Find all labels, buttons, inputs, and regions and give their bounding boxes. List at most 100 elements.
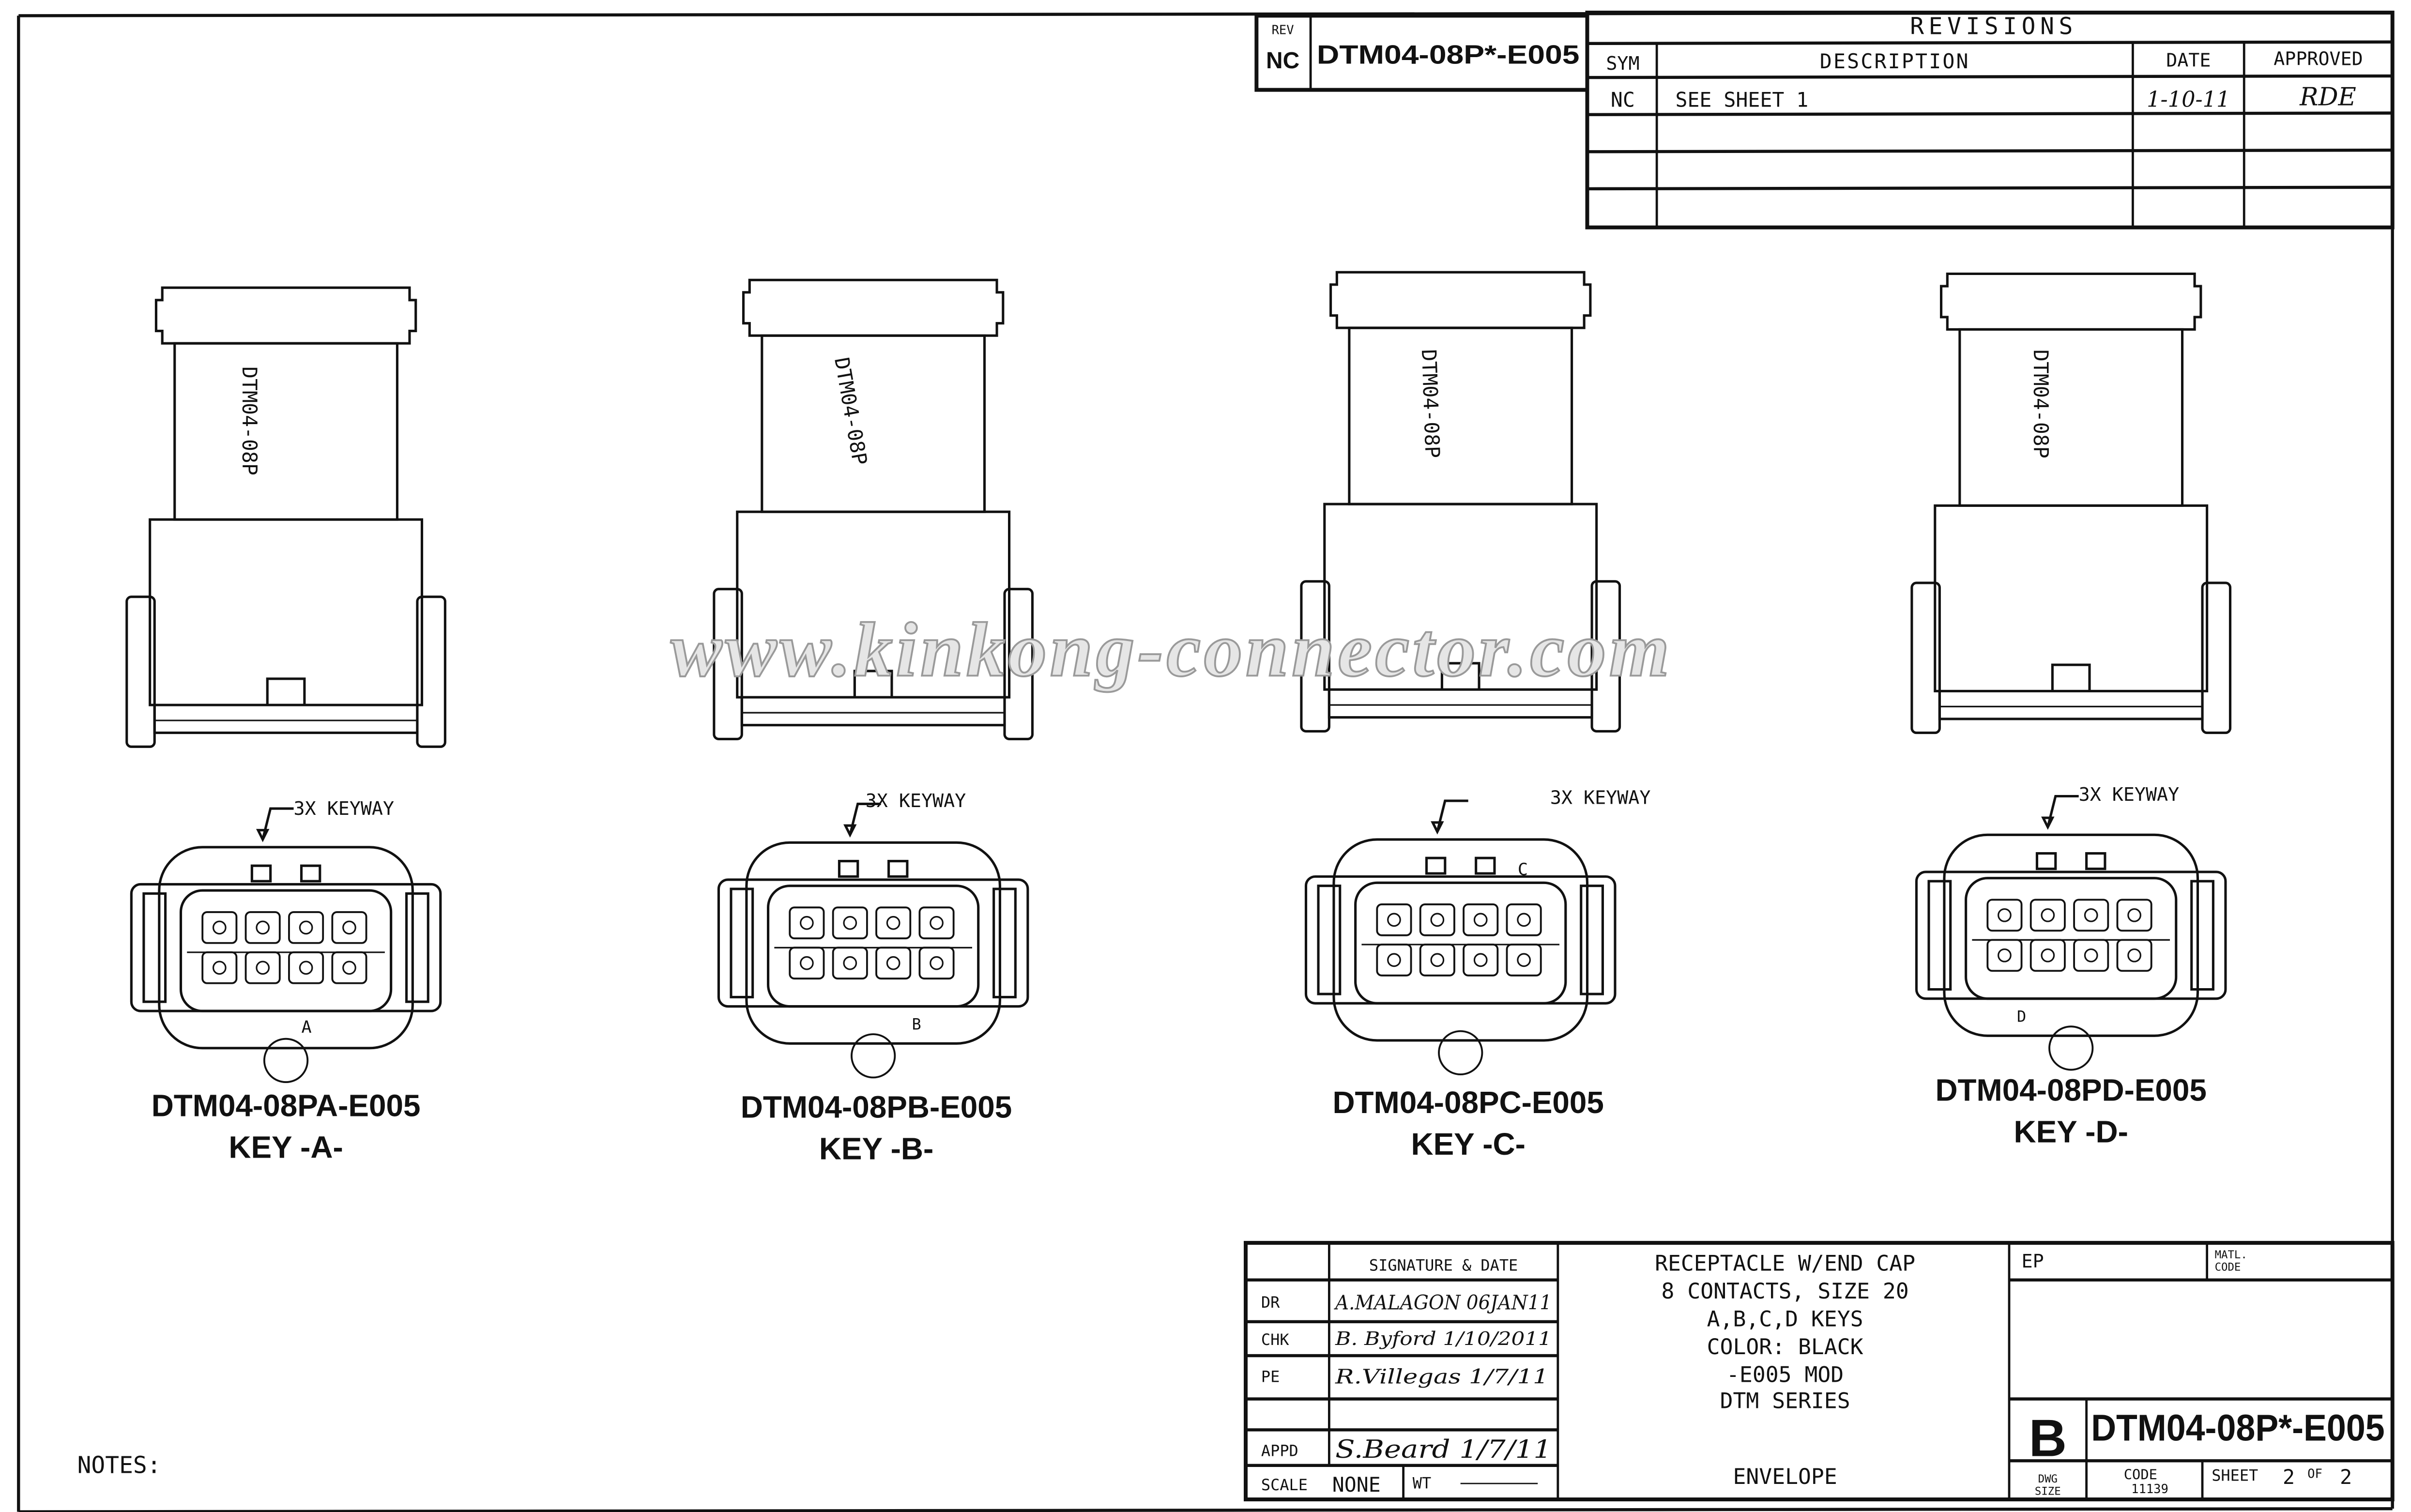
connector-front-view	[717, 802, 1029, 1079]
key-label: KEY -C-	[1411, 1127, 1525, 1161]
header-date: DATE	[2166, 50, 2211, 72]
rev-block: REV NC DTM04-08P*-E005	[1254, 14, 1589, 92]
contact-pin	[256, 920, 270, 935]
right-latch	[1590, 580, 1621, 733]
sheet-number: 2	[2283, 1465, 2295, 1489]
desc-line-2: 8 CONTACTS, SIZE 20	[1662, 1279, 1909, 1304]
contact-pin	[930, 956, 944, 970]
right-latch	[1003, 588, 1034, 740]
keyway-label: 3X KEYWAY	[866, 790, 966, 812]
header-sym: SYM	[1606, 53, 1639, 75]
contact-pin	[886, 956, 900, 970]
contact-pin	[1387, 913, 1401, 927]
contact-cell	[2073, 939, 2109, 972]
desc-line-5: -E005 MOD	[1726, 1362, 1844, 1387]
contact-pin	[2127, 908, 2141, 922]
key-letter: B	[912, 1015, 921, 1034]
role-pe: PE	[1261, 1367, 1280, 1386]
contact-cell	[201, 911, 238, 944]
key-letter: A	[302, 1017, 312, 1037]
contact-cavity	[1965, 877, 2178, 1000]
contact-pin	[1998, 948, 2012, 962]
contact-pin	[930, 916, 944, 930]
connector-drawings	[125, 271, 2232, 1083]
right-latch	[416, 596, 446, 748]
keyway-label: 3X KEYWAY	[294, 798, 395, 820]
connector-side-view	[125, 286, 446, 748]
contact-cell	[1506, 903, 1542, 936]
right-latch-front	[405, 892, 429, 1003]
contact-pin	[843, 956, 857, 970]
contact-pin	[1517, 953, 1531, 967]
contact-cell	[288, 911, 324, 944]
body-label-area	[761, 334, 986, 513]
revisions-table: REVISIONS SYM DESCRIPTION DATE APPROVED …	[1585, 11, 2395, 229]
contact-cell	[201, 951, 238, 984]
desc-line-1: RECEPTACLE W/END CAP	[1655, 1251, 1915, 1276]
row-sym: NC	[1611, 88, 1635, 112]
desc-line-3: A,B,C,D KEYS	[1707, 1306, 1863, 1331]
contact-pin	[800, 956, 814, 970]
contact-pin	[2127, 948, 2141, 962]
row-approved: RDE	[2299, 83, 2356, 112]
contact-pin	[1430, 913, 1445, 927]
part-number: DTM04-08PB-E005	[741, 1090, 1012, 1125]
key-label: KEY -A-	[229, 1130, 343, 1165]
bottom-notch	[153, 677, 419, 734]
keyway-label: 3X KEYWAY	[2079, 784, 2180, 806]
contact-cell	[789, 947, 825, 980]
sheet-total: 2	[2340, 1465, 2352, 1489]
contact-pin	[299, 961, 313, 975]
contact-pin	[342, 920, 356, 935]
front-flange	[1915, 871, 2227, 1000]
scale-label: SCALE	[1261, 1476, 1308, 1494]
leader-arrow	[843, 824, 857, 838]
rear-boss	[851, 1033, 896, 1079]
contact-pin	[1430, 953, 1445, 967]
end-cap	[1329, 271, 1592, 329]
size-label: SIZE	[2035, 1485, 2061, 1497]
contact-pin	[886, 916, 900, 930]
keyway-leader	[1436, 799, 1468, 832]
contact-cell	[1376, 903, 1412, 936]
contact-cell	[1463, 944, 1499, 977]
contact-cavity	[1354, 881, 1567, 1005]
connector-front-view	[1915, 794, 2227, 1071]
front-flange	[717, 878, 1029, 1008]
contact-cavity	[767, 885, 980, 1008]
lower-housing	[736, 510, 1011, 699]
of-label: OF	[2307, 1466, 2322, 1481]
front-housing	[1332, 838, 1589, 1042]
contact-pin	[299, 920, 313, 935]
code-value: 11139	[2131, 1482, 2168, 1497]
sig-chk: B. Byford 1/10/2011	[1335, 1328, 1552, 1350]
contact-cell	[2073, 899, 2109, 932]
front-flange	[1304, 875, 1617, 1005]
contact-cell	[2030, 899, 2066, 932]
rev-value: NC	[1266, 48, 1299, 74]
lower-housing	[149, 518, 424, 706]
contact-cell	[832, 906, 868, 940]
contact-pin	[1473, 913, 1488, 927]
contact-cell	[331, 911, 367, 944]
contact-pin	[1517, 913, 1531, 927]
ep-label: EP	[2022, 1251, 2044, 1272]
desc-line-6: DTM SERIES	[1720, 1389, 1850, 1414]
connector-c-labels: DTM04-08P 3X KEYWAY C DTM04-08PC-E005 KE…	[1332, 349, 1650, 1162]
side-label: DTM04-08P	[2029, 350, 2053, 458]
scale-value: NONE	[1332, 1473, 1381, 1497]
bottom-notch	[1938, 663, 2204, 720]
end-cap	[1939, 272, 2202, 331]
contact-cell	[2116, 899, 2152, 932]
contact-cell	[288, 951, 324, 984]
wt-value: —	[1461, 1472, 1541, 1494]
contact-cell	[918, 906, 955, 940]
title-part-number: DTM04-08P*-E005	[2091, 1408, 2385, 1449]
left-latch-front	[142, 892, 167, 1003]
connector-side-view	[1910, 272, 2232, 734]
sig-header: SIGNATURE & DATE	[1369, 1256, 1518, 1275]
leader-arrow	[1431, 821, 1444, 835]
rev-label: REV	[1272, 23, 1294, 38]
lower-housing	[1934, 504, 2209, 692]
